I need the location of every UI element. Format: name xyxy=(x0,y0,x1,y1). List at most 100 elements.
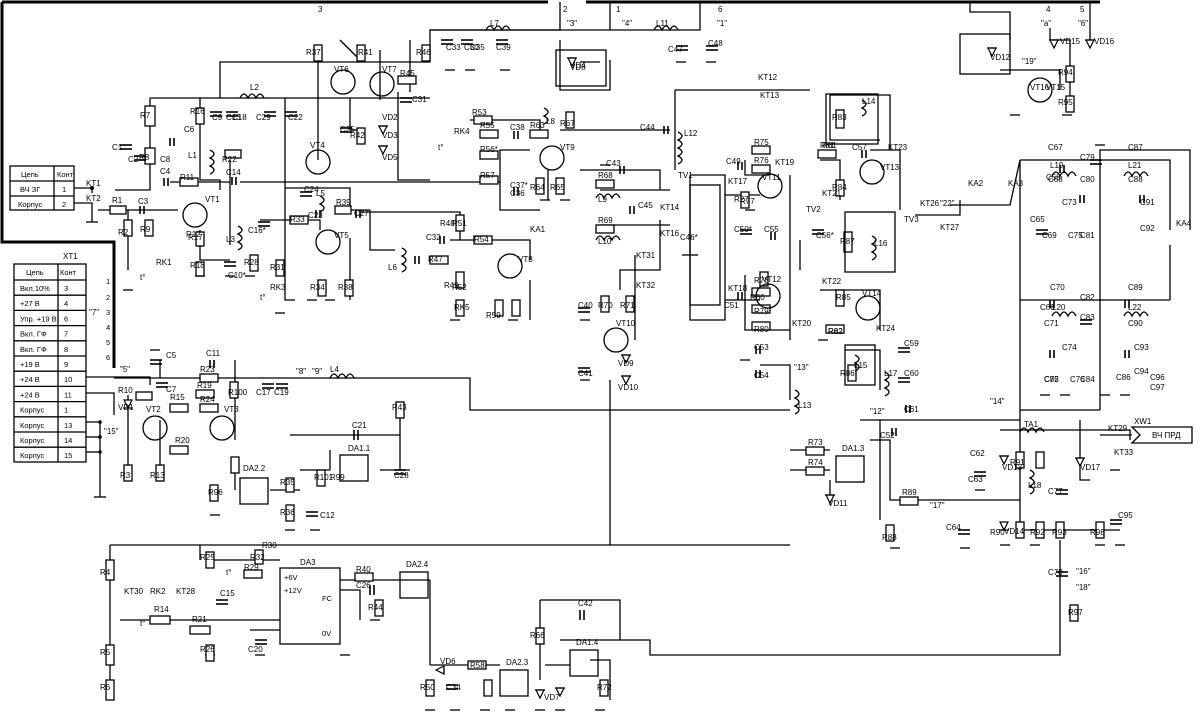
component-label-inductors: L15 xyxy=(854,361,868,370)
input-row-2-circuit: Корпус xyxy=(18,200,42,209)
component-label-capacitors: C1 xyxy=(112,143,123,152)
component-label-capacitors: C74 xyxy=(1062,343,1077,352)
component-label-inductors: L10 xyxy=(598,237,612,246)
xt1-row-contact: 11 xyxy=(64,390,72,399)
da14-body xyxy=(569,649,599,677)
node-5: "15" xyxy=(104,427,119,436)
component-label-capacitors: C86 xyxy=(1116,373,1131,382)
component-label-capacitors: C33 xyxy=(446,43,461,52)
xt1-pin-3: 3 xyxy=(106,308,110,317)
da3-pin-ov: 0V xyxy=(322,629,331,638)
component-label-inductors: L12 xyxy=(684,129,698,138)
component-label-resistors: R69 xyxy=(598,216,613,225)
component-label-capacitors: C35 xyxy=(470,43,485,52)
component-label-test-points: KT16 xyxy=(660,229,680,238)
da3-pin-6v: +6V xyxy=(284,573,298,582)
component-label-transistors: VT13 xyxy=(880,163,900,172)
component-label-transformers: TV3 xyxy=(904,215,919,224)
component-label-resistors: R73 xyxy=(808,438,823,447)
component-label-capacitors: C73 xyxy=(1062,198,1077,207)
component-label-inductors: L13 xyxy=(798,401,812,410)
xt1-row-contact: 10 xyxy=(64,375,72,384)
component-label-transistors: VT3 xyxy=(224,405,239,414)
component-label-capacitors: C5 xyxy=(166,351,177,360)
component-label-capacitors: C85 xyxy=(1044,375,1059,384)
resistor-bodies xyxy=(105,44,1105,701)
component-label-resistors: R83 xyxy=(832,113,847,122)
component-label-transistors: VT5 xyxy=(334,231,349,240)
component-label-resistors: R79 xyxy=(754,307,769,316)
xw1-label: XW1 xyxy=(1134,417,1152,426)
component-label-relays: KA4 xyxy=(1176,219,1192,228)
xt1-row-circuit: Вкл. ГФ xyxy=(20,330,47,339)
component-label-diodes: VD9 xyxy=(618,359,634,368)
component-label-resistors: R74 xyxy=(808,458,823,467)
component-label-capacitors: C20 xyxy=(248,645,263,654)
component-label-inductors: L22 xyxy=(1128,303,1142,312)
component-label-quoted-nodes: "12" xyxy=(870,407,885,416)
component-label-resistors: R78 xyxy=(754,276,769,285)
component-label-capacitors: C64 xyxy=(946,523,961,532)
node-a: "a" xyxy=(1041,19,1051,28)
xt1-row-circuit: Упр. +19 В xyxy=(20,314,57,323)
xt1-row-circuit: Корпус xyxy=(20,451,44,460)
component-label-resistors: R21 xyxy=(192,615,207,624)
component-label-resistors: R48* xyxy=(440,219,458,228)
component-label-capacitors: C72 xyxy=(1044,375,1059,384)
component-label-inductors: L2 xyxy=(250,83,259,92)
component-label-capacitors: C61 xyxy=(904,405,919,414)
component-label-capacitors: C70 xyxy=(1050,283,1065,292)
component-label-diodes: VD14 xyxy=(1004,527,1025,536)
xt1-row-contact: 9 xyxy=(64,360,68,369)
diode-symbols xyxy=(123,39,1095,700)
component-label-capacitors: C55 xyxy=(764,225,779,234)
component-label-capacitors: C19 xyxy=(274,388,289,397)
component-label-resistors: R7 xyxy=(140,111,151,120)
component-label-resistors: R14 xyxy=(154,605,169,614)
component-label-capacitors: C76 xyxy=(1070,375,1085,384)
component-label-test-points: KT26 xyxy=(920,199,940,208)
component-label-diodes: VD4 xyxy=(570,61,586,70)
component-label-transistors: VT15 xyxy=(1046,83,1066,92)
xt1-row-circuit: Вкл.10% xyxy=(20,284,50,293)
component-label-capacitors: C71 xyxy=(1044,319,1059,328)
component-label-test-points: KT27 xyxy=(940,223,960,232)
component-label-resistors: R95 xyxy=(1058,98,1073,107)
component-label-capacitors: C26 xyxy=(356,581,371,590)
component-label-diodes: VD7 xyxy=(544,693,560,702)
transistor-bodies xyxy=(142,69,1053,441)
xt1-row-contact: 7 xyxy=(64,330,68,339)
component-label-capacitors: C95 xyxy=(1118,511,1133,520)
top-pins: 3 2 1 6 4 5 "3" "4" "1" "a" "6" xyxy=(318,5,1088,28)
component-label-resistors: R84 xyxy=(832,183,847,192)
xt1-row-contact: 6 xyxy=(64,314,68,323)
component-label-diodes: VD3 xyxy=(382,131,398,140)
xt1-pin-5: 5 xyxy=(106,338,110,347)
component-label-resistors: R56* xyxy=(480,145,498,154)
component-label-inductors: L5 xyxy=(316,189,325,198)
component-label-resistors: R12 xyxy=(186,230,201,239)
da11-label: DA1.1 xyxy=(348,444,371,453)
component-label-test-points: KT17 xyxy=(728,177,748,186)
component-label-capacitors: C3 xyxy=(138,197,149,206)
component-label-test-points: KT30 xyxy=(124,587,144,596)
component-label-resistors: R40 xyxy=(356,565,371,574)
component-label-capacitors: C82 xyxy=(1080,293,1095,302)
component-label-inductors: L14 xyxy=(862,97,876,106)
component-label-capacitors: C2 xyxy=(128,155,139,164)
component-label-resistors: R54 xyxy=(474,235,489,244)
component-label-capacitors: C30 xyxy=(464,43,479,52)
component-label-transformers: TV1 xyxy=(678,171,693,180)
component-label-capacitors: C87 xyxy=(1128,143,1143,152)
component-label-capacitors: C94 xyxy=(1134,367,1149,376)
thermistor-temp-mark: t° xyxy=(140,619,145,628)
component-label-test-points: KT33 xyxy=(1114,448,1134,457)
xt1-row-contact: 4 xyxy=(64,299,68,308)
component-label-resistors: R88 xyxy=(882,533,897,542)
component-label-test-points: KT29 xyxy=(1108,424,1128,433)
xt1-row-contact: 15 xyxy=(64,451,72,460)
component-label-resistors: R100 xyxy=(228,388,248,397)
node-6: "6" xyxy=(1078,19,1088,28)
